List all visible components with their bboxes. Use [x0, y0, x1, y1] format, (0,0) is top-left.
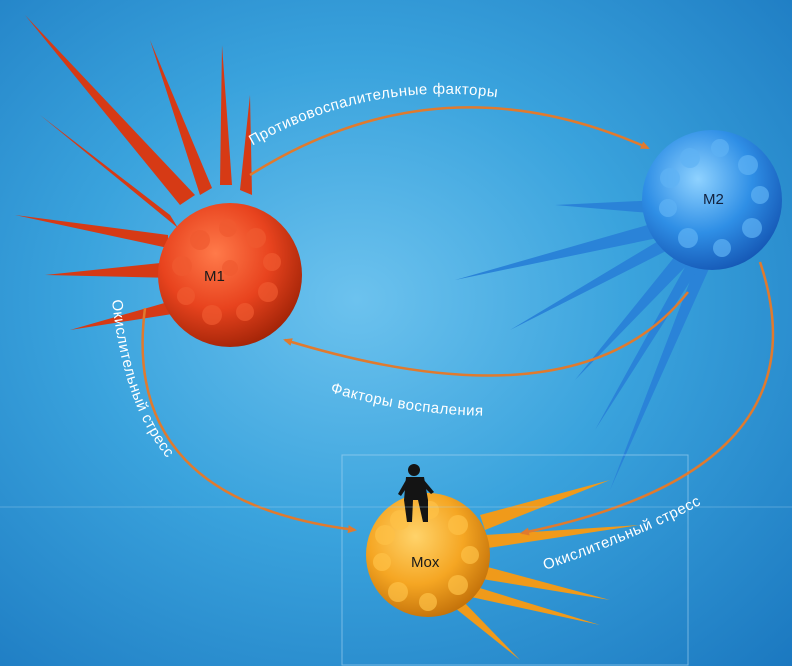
label-m2-to-m1: Факторы воспаления [329, 380, 484, 420]
mox-label: Mox [411, 554, 440, 571]
m1-cell: M1 [15, 15, 302, 347]
m1-label: M1 [204, 268, 225, 285]
arrow-m2-to-m1 [285, 292, 688, 376]
label-m1-to-m2: Противовоспалительные факторы [246, 81, 499, 150]
m2-label: M2 [703, 191, 724, 208]
mox-cell: Mox [342, 455, 688, 665]
